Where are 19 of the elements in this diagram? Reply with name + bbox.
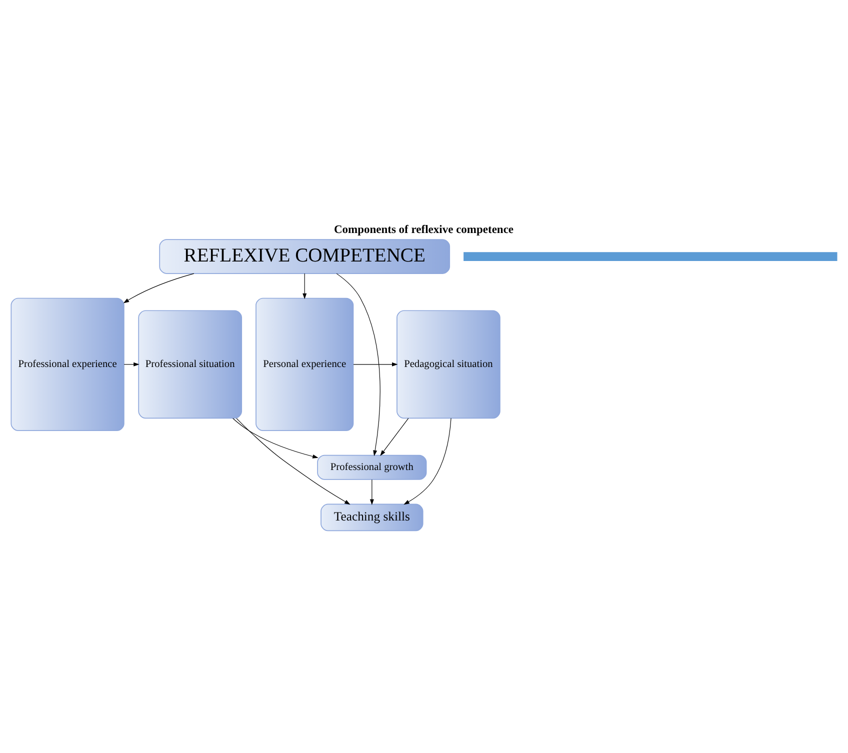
- arrow: [336, 273, 380, 456]
- node-box: Pedagogical situation: [396, 310, 500, 419]
- node-box: Personal experience: [256, 298, 354, 432]
- arrow: [380, 418, 409, 456]
- arrow: [232, 418, 318, 458]
- arrow: [353, 362, 398, 366]
- diagram-title: Components of reflexive competence: [334, 224, 514, 236]
- node-box: Professional growth: [317, 454, 427, 480]
- node-box: Professional situation: [138, 310, 242, 419]
- node-box: REFLEXIVE COMPETENCE: [159, 239, 450, 274]
- node-box: Teaching skills: [320, 504, 424, 532]
- arrow: [236, 418, 350, 505]
- arrow: [123, 273, 194, 304]
- arrow: [404, 418, 452, 505]
- node-bar: [464, 252, 838, 261]
- arrow: [370, 479, 374, 506]
- arrow: [124, 362, 140, 366]
- arrow: [302, 273, 307, 300]
- node-box: Professional experience: [10, 298, 124, 432]
